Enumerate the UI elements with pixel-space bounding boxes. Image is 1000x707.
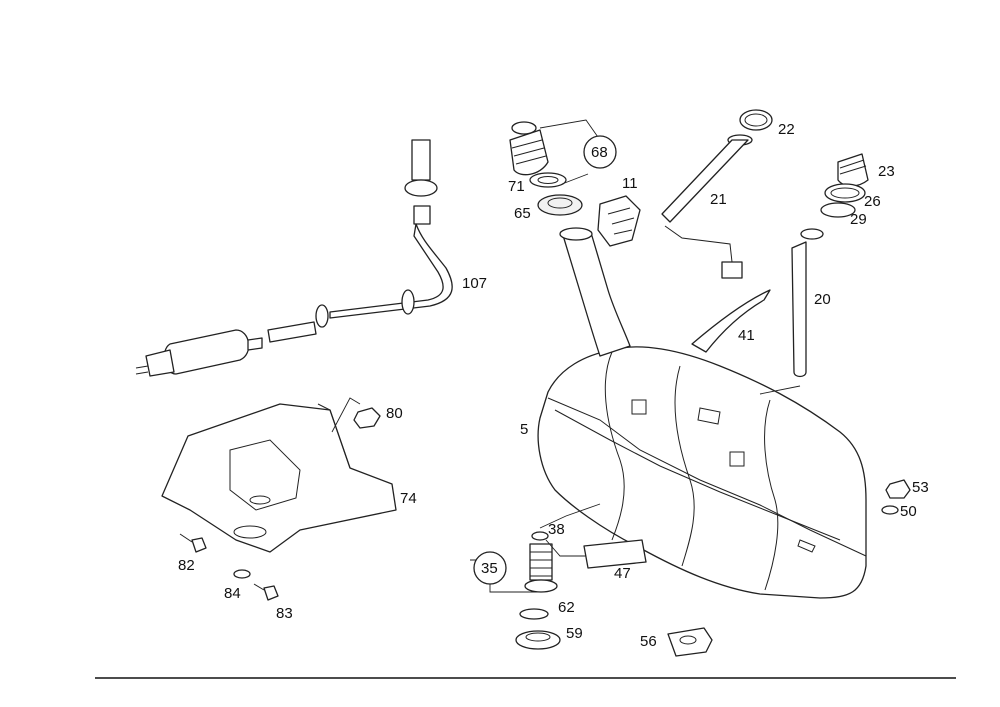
callout-35: 35 [481, 560, 498, 577]
fuel-level-sender-21[interactable] [661, 134, 753, 279]
screw-83[interactable] [253, 583, 279, 601]
callout-53: 53 [912, 479, 929, 496]
callout-circle-68 [583, 135, 617, 169]
callout-82: 82 [178, 557, 195, 574]
cap-23[interactable] [837, 153, 869, 187]
callout-5: 5 [520, 421, 528, 438]
callout-68: 68 [591, 144, 608, 161]
callout-59: 59 [566, 625, 583, 642]
suction-tube-20[interactable] [791, 228, 824, 378]
callout-65: 65 [514, 205, 531, 222]
fuel-pump[interactable] [135, 329, 263, 377]
nut-80[interactable] [353, 407, 381, 429]
drain-plug-56[interactable] [667, 627, 713, 657]
filter-35[interactable] [524, 543, 558, 593]
washer-84[interactable] [233, 569, 251, 579]
ring-29[interactable] [820, 202, 856, 218]
callout-50: 50 [900, 503, 917, 520]
filler-ring-65[interactable] [537, 194, 583, 216]
filler-cap[interactable] [509, 121, 549, 176]
callout-22: 22 [778, 121, 795, 138]
callout-29: 29 [850, 211, 867, 228]
callout-74: 74 [400, 490, 417, 507]
sealing-ring-22[interactable] [739, 109, 773, 131]
callout-107: 107 [462, 275, 487, 292]
o-ring-38[interactable] [531, 531, 549, 541]
callout-23: 23 [878, 163, 895, 180]
fuel-tank[interactable] [537, 346, 867, 599]
filler-neck[interactable] [559, 227, 631, 357]
pad-47[interactable] [583, 539, 647, 569]
callout-20: 20 [814, 291, 831, 308]
insulation-pad-41[interactable] [691, 289, 771, 353]
callout-56: 56 [640, 633, 657, 650]
callout-26: 26 [864, 193, 881, 210]
heat-shield-74[interactable] [161, 403, 397, 553]
nut-59[interactable] [515, 630, 561, 650]
callout-labels: 5 11 20 21 22 23 26 29 35 38 41 47 50 53… [178, 121, 929, 650]
washer-50[interactable] [881, 505, 899, 515]
callout-71: 71 [508, 178, 525, 195]
callout-11: 11 [622, 175, 638, 192]
callout-83: 83 [276, 605, 293, 622]
fuel-line-107[interactable] [267, 139, 453, 343]
callout-38: 38 [548, 521, 565, 538]
vent-valve-11[interactable] [597, 195, 641, 247]
seal-ring-71[interactable] [529, 172, 567, 188]
callout-80: 80 [386, 405, 403, 422]
screw-82[interactable] [179, 533, 207, 553]
callout-47: 47 [614, 565, 631, 582]
clip-62[interactable] [519, 608, 549, 620]
callout-21: 21 [710, 191, 727, 208]
callout-62: 62 [558, 599, 575, 616]
callout-84: 84 [224, 585, 241, 602]
callout-circle-35 [473, 551, 507, 585]
nut-53[interactable] [885, 479, 911, 499]
callout-41: 41 [738, 327, 755, 344]
ring-26[interactable] [824, 183, 866, 203]
